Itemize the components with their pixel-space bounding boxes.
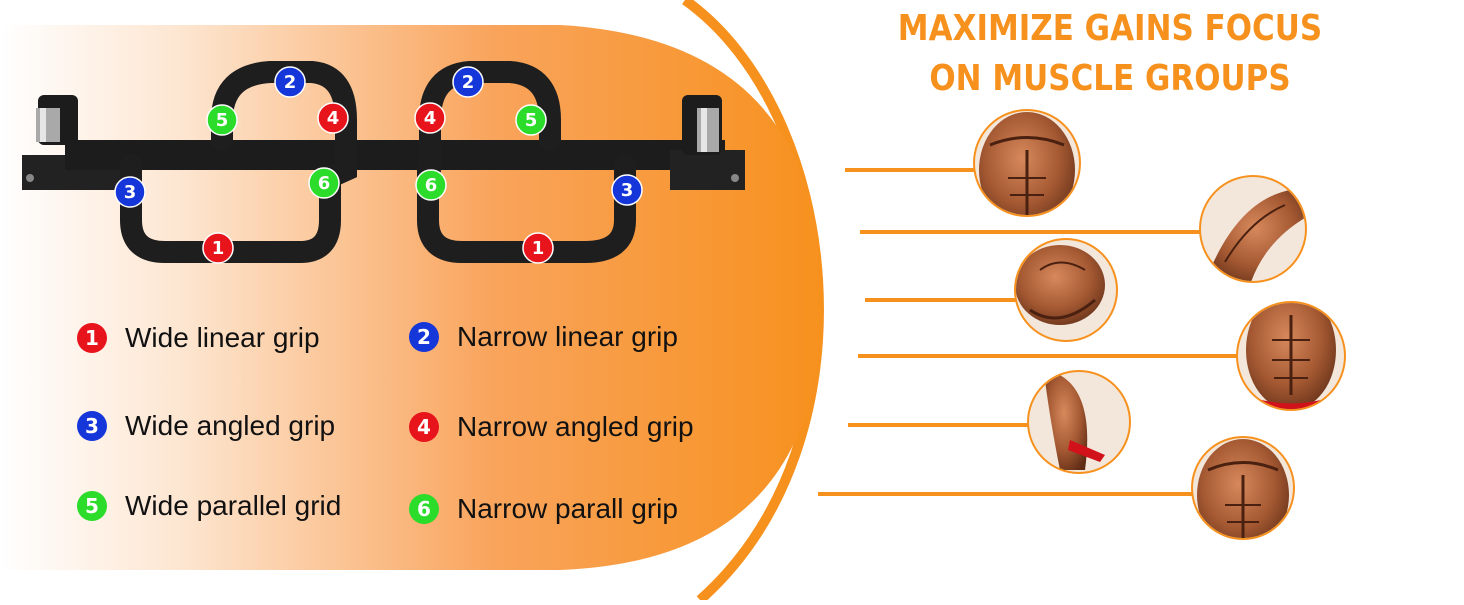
grip-marker: 1 — [202, 232, 234, 264]
grip-marker-number: 5 — [525, 110, 538, 131]
number-5-icon: 5 — [77, 491, 107, 521]
grip-marker: 2 — [452, 66, 484, 98]
legend-item-wide-linear: 1 Wide linear grip — [77, 322, 320, 354]
grip-marker: 6 — [308, 167, 340, 199]
grip-marker: 1 — [522, 232, 554, 264]
grip-marker-number: 5 — [216, 110, 229, 131]
legend-label: Wide angled grip — [125, 410, 336, 441]
muscle-thumbnail-shoulder — [1014, 238, 1118, 342]
right-bar-markers: 2 4 5 6 3 1 — [414, 66, 643, 264]
pullup-bar-right — [417, 61, 745, 263]
number-1-icon: 1 — [77, 323, 107, 353]
legend-item-wide-angled: 3 Wide angled grip — [77, 410, 335, 442]
headline-line-1: MAXIMIZE GAINS FOCUS — [897, 8, 1323, 49]
grip-marker-number: 3 — [124, 182, 137, 203]
legend-item-narrow-linear: 2 Narrow linear grip — [409, 321, 678, 353]
connector-lines — [818, 168, 1240, 496]
muscle-thumbnail-chest-abs-2 — [1191, 436, 1295, 540]
muscle-thumbnail-forearm — [1199, 175, 1307, 283]
grip-marker: 5 — [515, 104, 547, 136]
grip-marker-number: 4 — [327, 108, 340, 129]
grip-marker: 2 — [274, 66, 306, 98]
number-2-icon: 2 — [409, 322, 439, 352]
grip-marker: 5 — [206, 104, 238, 136]
legend-item-narrow-parallel: 6 Narrow parall grip — [409, 493, 678, 525]
left-bar-markers: 2 5 4 3 6 1 — [114, 66, 349, 264]
grip-marker-number: 4 — [424, 108, 437, 129]
grip-marker-number: 3 — [621, 180, 634, 201]
muscle-thumbnail-abs — [1236, 301, 1346, 411]
grip-marker-number: 6 — [425, 175, 438, 196]
grip-marker: 4 — [317, 102, 349, 134]
grip-marker-number: 6 — [318, 173, 331, 194]
legend-label: Narrow angled grip — [457, 411, 694, 442]
muscle-thumbnail-chest-abs — [973, 109, 1081, 217]
number-4-icon: 4 — [409, 412, 439, 442]
grip-marker-number: 1 — [532, 238, 545, 259]
legend-label: Narrow linear grip — [457, 321, 678, 352]
number-3-icon: 3 — [77, 411, 107, 441]
number-6-icon: 6 — [409, 494, 439, 524]
grip-marker-number: 2 — [284, 72, 297, 93]
grip-marker: 4 — [414, 102, 446, 134]
legend-label: Wide parallel grid — [125, 490, 342, 521]
legend-label: Wide linear grip — [125, 322, 320, 353]
grip-marker: 3 — [114, 176, 146, 208]
muscle-thumbnail-arm — [1027, 370, 1131, 474]
legend-label: Narrow parall grip — [457, 493, 678, 524]
grip-marker-number: 2 — [462, 72, 475, 93]
legend-item-wide-parallel: 5 Wide parallel grid — [77, 490, 341, 522]
headline-line-2: ON MUSCLE GROUPS — [929, 58, 1291, 99]
grip-marker: 3 — [611, 174, 643, 206]
legend-item-narrow-angled: 4 Narrow angled grip — [409, 411, 694, 443]
grip-marker-number: 1 — [212, 238, 225, 259]
grip-marker: 6 — [415, 169, 447, 201]
